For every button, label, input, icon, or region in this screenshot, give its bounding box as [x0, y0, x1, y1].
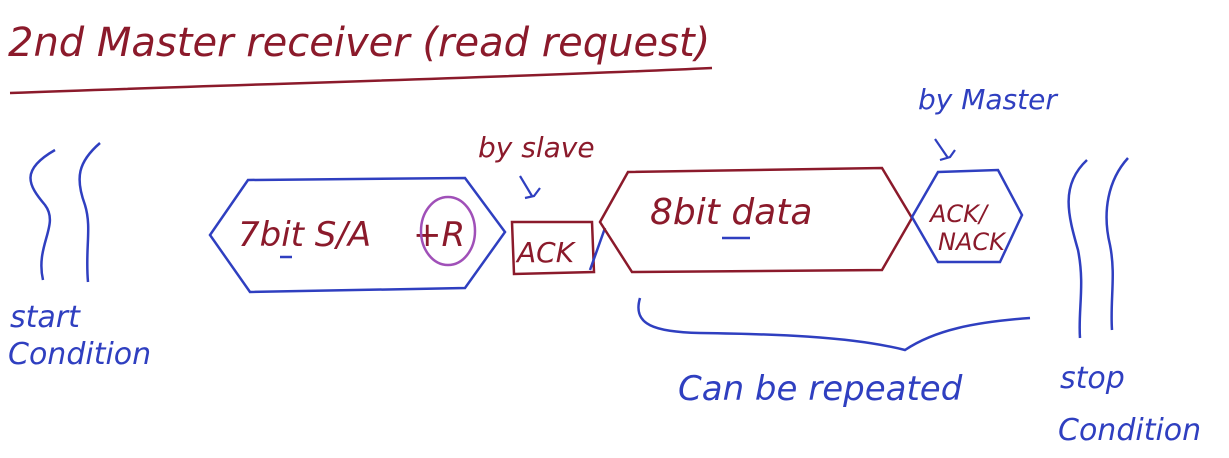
ack-label: ACK [515, 236, 577, 269]
ack-arrow [519, 175, 541, 200]
master-ack-arrow [934, 138, 956, 162]
ack-transition [588, 227, 607, 271]
diagram-title: 2nd Master receiver (read request) [8, 20, 710, 66]
start-condition-sda-line [29, 148, 56, 281]
stop-label-line2: Condition [1058, 413, 1201, 448]
start-label-line1: start [10, 300, 81, 335]
address-frame [208, 176, 507, 294]
start-condition-scl-line [78, 142, 101, 283]
repeat-brace [637, 297, 1031, 352]
master-ack-annotation: by Master [918, 83, 1058, 116]
ack-annotation: by slave [478, 131, 595, 164]
ack-box [510, 220, 596, 276]
rw-bit-highlight [419, 195, 477, 267]
data-label: 8bit data [650, 192, 812, 233]
stop-condition-scl-line [1105, 157, 1129, 331]
data-frame [598, 166, 914, 274]
master-ack-line2: NACK [938, 228, 1007, 256]
start-label-line2: Condition [8, 337, 151, 372]
stop-condition-sda-line [1067, 159, 1088, 339]
title-underline [9, 66, 713, 95]
stop-label-line1: stop [1060, 361, 1125, 396]
address-label: 7bit S/A [238, 215, 371, 255]
repeat-label: Can be repeated [678, 369, 963, 409]
master-ack-line1: ACK/ [928, 200, 990, 228]
master-ack-frame [910, 168, 1024, 264]
